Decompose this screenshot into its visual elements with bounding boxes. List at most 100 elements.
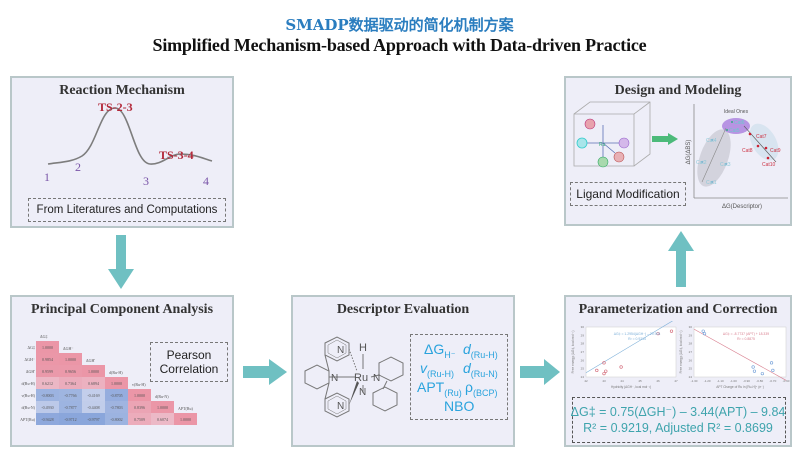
y-tick-label: 30 xyxy=(689,325,693,329)
regression-equation-box xyxy=(572,397,786,443)
ligand-sphere xyxy=(576,137,588,149)
matrix-cell: -0.7803 xyxy=(105,401,128,413)
x-axis-label: ΔG(Descriptor) xyxy=(722,204,762,210)
gray-trendline xyxy=(701,127,727,183)
x-tick-label: 45 xyxy=(638,379,642,383)
cat-label: Cat5 xyxy=(729,128,740,134)
matrix-cell: -0.9797 xyxy=(82,413,105,425)
x-tick-label: -1.20 xyxy=(704,379,711,383)
matrix-cell: -0.4930 xyxy=(36,401,59,413)
matrix-cell: 0.6212 xyxy=(36,377,59,389)
y-tick-label: 24 xyxy=(581,375,585,379)
matrix-col-label: d(Ru-N) xyxy=(155,394,169,399)
data-point xyxy=(656,332,660,336)
data-point xyxy=(602,372,606,376)
panel-design-modeling: Design and Modeling Ru Ligand Modificati… xyxy=(564,76,792,226)
cat-label: Cat10 xyxy=(762,162,776,168)
metal-label: Ru xyxy=(354,372,368,384)
matrix-col-label: APT(Ru) xyxy=(178,406,193,411)
source-label-box: From Literatures and Computations xyxy=(28,198,226,222)
matrix-cell: 0.9656 xyxy=(59,365,82,377)
x-axis-label: Hydricity (ΔGH⁻, kcal mol⁻¹) xyxy=(611,385,651,389)
y-tick-label: 28 xyxy=(689,342,693,346)
panel-pca: Principal Component Analysis ΔG‡ΔG‡1.000… xyxy=(10,295,234,447)
matrix-col-label: ΔGH' xyxy=(86,358,96,363)
y-tick-label: 25 xyxy=(689,367,693,371)
point-label-3: 3 xyxy=(143,174,149,188)
ideal-label: Ideal Ones xyxy=(724,109,749,115)
data-point xyxy=(701,161,703,163)
matrix-cell: 0.9854 xyxy=(36,353,59,365)
matrix-cell: -0.4169 xyxy=(82,389,105,401)
cat-label: Cat7 xyxy=(756,134,767,140)
y-tick-label: 26 xyxy=(689,358,693,362)
data-point xyxy=(771,368,775,372)
cat-label: Cat1 xyxy=(706,180,717,186)
descriptor-dg-hydride: ΔGH⁻ xyxy=(424,341,456,360)
matrix-cell: 0.9599 xyxy=(36,365,59,377)
descriptor-rho-bcp: ρ(BCP) xyxy=(465,379,498,398)
scatter-apt: -1.30-1.20-1.10-1.00-0.90-0.80-0.70-0.60… xyxy=(679,325,790,389)
y-tick-label: 26 xyxy=(581,358,585,362)
descriptor-apt-ru: APT(Ru) xyxy=(417,379,462,398)
matrix-cell: 1.0000 xyxy=(59,353,82,365)
plot-area xyxy=(585,326,677,378)
x-tick-label: -1.30 xyxy=(691,379,698,383)
nitrogen-label: N xyxy=(337,401,344,412)
y-axis-label: Free energy (ΔG‡, kcal mol⁻¹) xyxy=(571,331,575,374)
y-axis-label: Free energy (ΔG‡, kcal mol⁻¹) xyxy=(679,331,683,374)
title-english: Simplified Mechanism-based Approach with… xyxy=(152,35,647,55)
pearson-box: Pearson Correlation xyxy=(150,342,228,382)
y-tick-label: 27 xyxy=(689,350,693,354)
ts-label-2-3: TS-2-3 xyxy=(98,100,133,114)
matrix-cell: 1.0000 xyxy=(174,413,197,425)
ideal-cluster xyxy=(722,118,750,134)
matrix-cell: 0.6074 xyxy=(151,413,174,425)
data-point xyxy=(702,332,707,336)
panel-title: Parameterization and Correction xyxy=(578,302,778,317)
matrix-cell: 1.0000 xyxy=(82,365,105,377)
y-axis-label: ΔG(ΔBS) xyxy=(686,140,692,165)
data-point xyxy=(751,365,755,369)
x-tick-label: 47 xyxy=(674,379,678,383)
x-tick-label: -0.90 xyxy=(743,379,750,383)
arrow-right-1 xyxy=(243,359,287,385)
nitrogen-label: N xyxy=(359,387,366,398)
red-trendline xyxy=(743,125,777,163)
matrix-cell: 0.8396 xyxy=(128,401,151,413)
x-tick-label: -0.80 xyxy=(756,379,763,383)
descriptor-nbo: NBO xyxy=(444,398,475,414)
descriptor-box xyxy=(410,334,508,420)
cat-label: Cat2 xyxy=(696,160,707,166)
cat-label: Cat4 xyxy=(706,138,717,144)
data-point xyxy=(726,129,728,131)
matrix-row-label: APT(Ru) xyxy=(20,417,35,422)
matrix-col-label: d(Ru-H) xyxy=(109,370,123,375)
ruthenium-complex-structure: H Ru N N N N N xyxy=(304,336,404,418)
matrix-cell: 0.7364 xyxy=(59,377,82,389)
data-point xyxy=(752,369,757,373)
matrix-cell: -0.9712 xyxy=(59,413,82,425)
nitrogen-label: N xyxy=(331,373,338,384)
data-point xyxy=(766,156,770,160)
matrix-col-label: v(Ru-H) xyxy=(132,382,146,387)
source-label: From Literatures and Computations xyxy=(36,204,218,216)
y-tick-label: 25 xyxy=(581,367,585,371)
green-arrow xyxy=(652,133,678,145)
panel-descriptor-evaluation: Descriptor Evaluation H Ru N N xyxy=(291,295,515,447)
matrix-row-label: ΔG‡ xyxy=(27,345,35,350)
fit-annotation: ΔG‡ = 1.2954(ΔGH⁻) – 29.903 xyxy=(614,332,661,336)
cat-label: Cat3 xyxy=(720,162,731,168)
fit-line xyxy=(693,328,787,381)
cat-label: Cat8 xyxy=(742,148,753,154)
data-point xyxy=(760,372,764,376)
matrix-col-label: ΔGH⁻ xyxy=(63,346,74,351)
cat-label: Cat6 xyxy=(734,120,745,126)
matrix-cell: 0.6894 xyxy=(82,377,105,389)
descriptor-v-ru-h: v(Ru-H) xyxy=(420,360,454,379)
title-chinese: SMADP数据驱动的简化机制方案 xyxy=(285,16,514,34)
matrix-row-label: ΔGH⁻ xyxy=(24,357,35,362)
ligand-sphere xyxy=(597,156,609,168)
